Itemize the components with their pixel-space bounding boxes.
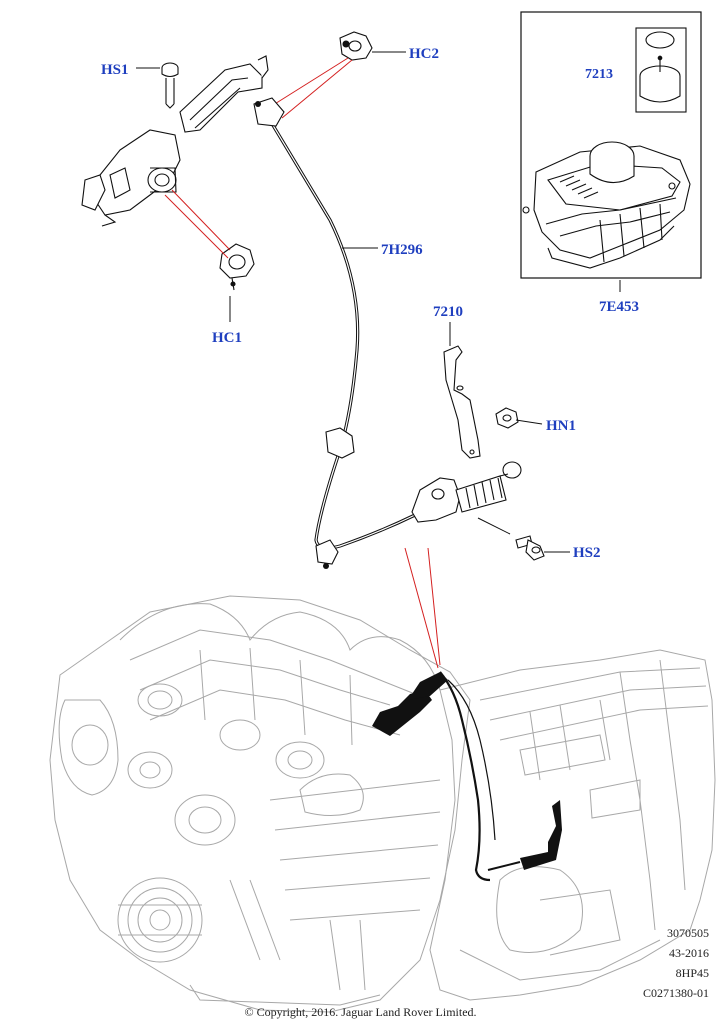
transmission-model: 8HP45 xyxy=(675,966,709,980)
engine-transmission-illustration xyxy=(49,595,716,1013)
diagram-number: 3070505 xyxy=(667,926,709,940)
label-hs2: HS2 xyxy=(573,545,601,561)
date-code: 43-2016 xyxy=(669,946,709,960)
illustration-code: C0271380-01 xyxy=(643,986,709,1000)
bracket-7210-illustration xyxy=(443,345,481,459)
cable-end-assembly xyxy=(411,461,522,523)
transmission-cable-routing xyxy=(372,671,562,882)
label-7213: 7213 xyxy=(585,67,613,82)
shifter-cable-bracket-illustration xyxy=(81,55,269,227)
label-7h296: 7H296 xyxy=(381,242,423,258)
label-hs1: HS1 xyxy=(101,62,129,78)
label-hc1: HC1 xyxy=(212,330,242,346)
label-7e453: 7E453 xyxy=(599,299,639,315)
shift-cable-7h296 xyxy=(253,97,416,569)
label-hn1: HN1 xyxy=(546,418,576,434)
hn1-nut-illustration xyxy=(495,407,519,429)
hs2-bolt-illustration xyxy=(515,535,545,561)
copyright-notice: © Copyright, 2016. Jaguar Land Rover Lim… xyxy=(244,1005,477,1019)
label-7210: 7210 xyxy=(433,304,463,320)
label-hc2: HC2 xyxy=(409,46,439,62)
hc2-clip-illustration xyxy=(339,31,373,61)
inset-shifter-module xyxy=(520,11,702,279)
hc1-clip-illustration xyxy=(219,243,255,291)
part-labels: HS1 HC2 7H296 HC1 7210 HN1 HS2 7213 7E45… xyxy=(101,46,639,561)
red-leader-lines xyxy=(164,57,441,669)
hs1-screw-illustration xyxy=(161,62,179,109)
